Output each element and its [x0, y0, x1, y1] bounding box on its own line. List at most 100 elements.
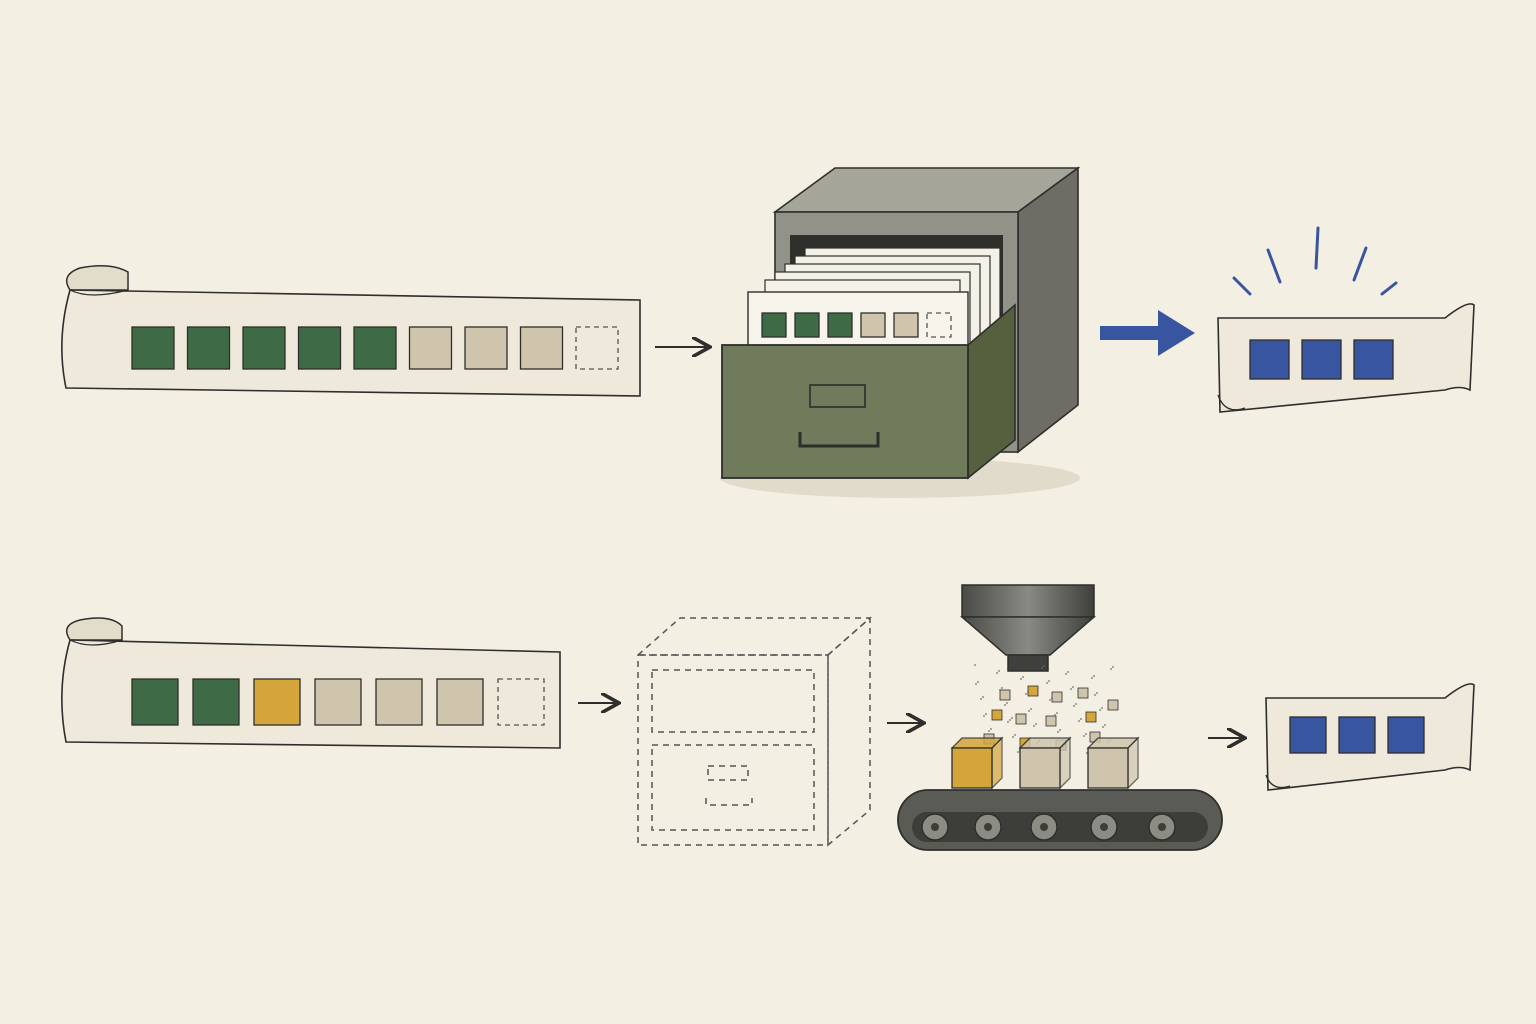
output-scroll-1: [1217, 303, 1475, 413]
dust-particle: [1069, 687, 1073, 691]
dashed-cabinet-icon: [636, 616, 872, 847]
dust-particle: [1006, 720, 1010, 724]
dust-particle: [1003, 703, 1007, 707]
dust-particle: [976, 680, 980, 684]
dust-particle: [1016, 750, 1020, 754]
particle: [1045, 715, 1057, 727]
input-cached-token: [131, 326, 175, 370]
conveyor-belt-icon: [897, 789, 1223, 851]
input-cached-token: [186, 326, 231, 370]
input-cached-token: [131, 678, 179, 726]
index-card-tokens: [761, 312, 952, 338]
dust-particle: [974, 682, 978, 686]
input-empty-token: [497, 678, 545, 726]
input-empty-token: [575, 326, 619, 370]
token-cubes: [950, 736, 1140, 790]
dust-particle: [997, 669, 1001, 673]
dust-particle: [1013, 733, 1017, 737]
dust-particle: [1032, 724, 1036, 728]
dust-particle: [1045, 681, 1049, 685]
output-output-token: [1289, 716, 1327, 754]
output-output-token: [1353, 339, 1394, 380]
dust-particle: [1071, 685, 1075, 689]
output-token-row-2: [1289, 716, 1425, 754]
conveyor-wheel-hub: [1100, 823, 1108, 831]
input-cached-token: [242, 326, 286, 370]
card-uncached-token: [893, 312, 919, 338]
dust-particle: [1005, 701, 1009, 705]
dust-particle: [1092, 674, 1096, 678]
input-uncached-token: [314, 678, 362, 726]
dust-particle: [1026, 690, 1030, 694]
conveyor-wheel-hub: [931, 823, 939, 831]
conveyor-wheel-hub: [1158, 823, 1166, 831]
particle: [999, 689, 1011, 701]
card-cached-token: [761, 312, 787, 338]
input-cached-token: [353, 326, 397, 370]
dust-particle: [1111, 665, 1115, 669]
input-token-row-2: [131, 678, 545, 726]
input-cached-token: [297, 326, 342, 370]
card-cached-token: [794, 312, 820, 338]
dust-particle: [1064, 672, 1068, 676]
sparkle-icon: [1232, 226, 1398, 296]
dust-particle: [1019, 677, 1023, 681]
dust-particle: [1000, 686, 1004, 690]
dust-particle: [1100, 706, 1104, 710]
dust-particle: [981, 695, 985, 699]
dust-particle: [1047, 679, 1051, 683]
hopper-icon: [959, 584, 1097, 672]
output-output-token: [1338, 716, 1376, 754]
cube-uncached-token: [1087, 747, 1129, 789]
output-token-row-1: [1249, 339, 1394, 380]
dust-particle: [1074, 702, 1078, 706]
particle: [1051, 691, 1063, 703]
dust-particle: [1058, 728, 1062, 732]
dust-particle: [1093, 693, 1097, 697]
input-cached-token: [192, 678, 240, 726]
dust-particle: [1077, 719, 1081, 723]
dust-particle: [984, 712, 988, 716]
input-uncached-token: [436, 678, 484, 726]
filing-cabinet-icon: [720, 166, 1081, 498]
input-uncached-token: [375, 678, 423, 726]
arrow-right-icon: [1100, 310, 1195, 356]
dust-particle: [1079, 717, 1083, 721]
dust-particle: [1066, 670, 1070, 674]
dust-particle: [1095, 691, 1099, 695]
card-empty-token: [926, 312, 952, 338]
dust-particle: [1027, 709, 1031, 713]
dust-particle: [1024, 692, 1028, 696]
card-uncached-token: [860, 312, 886, 338]
input-uncached-token: [519, 326, 564, 370]
dust-particle: [973, 663, 977, 667]
dust-particle: [1055, 711, 1059, 715]
dust-particle: [982, 714, 986, 718]
dust-particle: [1101, 725, 1105, 729]
input-new-token: [253, 678, 301, 726]
dust-particle: [1042, 664, 1046, 668]
dust-particle: [1098, 708, 1102, 712]
particle: [1085, 711, 1097, 723]
dust-particle: [1048, 698, 1052, 702]
dust-particle: [1056, 730, 1060, 734]
dust-particle: [1109, 667, 1113, 671]
input-token-row-1: [131, 326, 619, 370]
input-scroll-2: [61, 617, 561, 749]
card-cached-token: [827, 312, 853, 338]
particle: [991, 709, 1003, 721]
dust-particle: [979, 697, 983, 701]
cube-new-token: [951, 747, 993, 789]
dust-particle: [1010, 716, 1014, 720]
particle: [1027, 685, 1039, 697]
cube-uncached-token: [1019, 747, 1061, 789]
dust-particle: [1011, 735, 1015, 739]
input-uncached-token: [408, 326, 453, 370]
dust-particle: [1050, 696, 1054, 700]
dust-particle: [1034, 722, 1038, 726]
input-uncached-token: [464, 326, 508, 370]
dust-particle: [989, 727, 993, 731]
dust-particle: [998, 688, 1002, 692]
dust-particle: [1040, 666, 1044, 670]
